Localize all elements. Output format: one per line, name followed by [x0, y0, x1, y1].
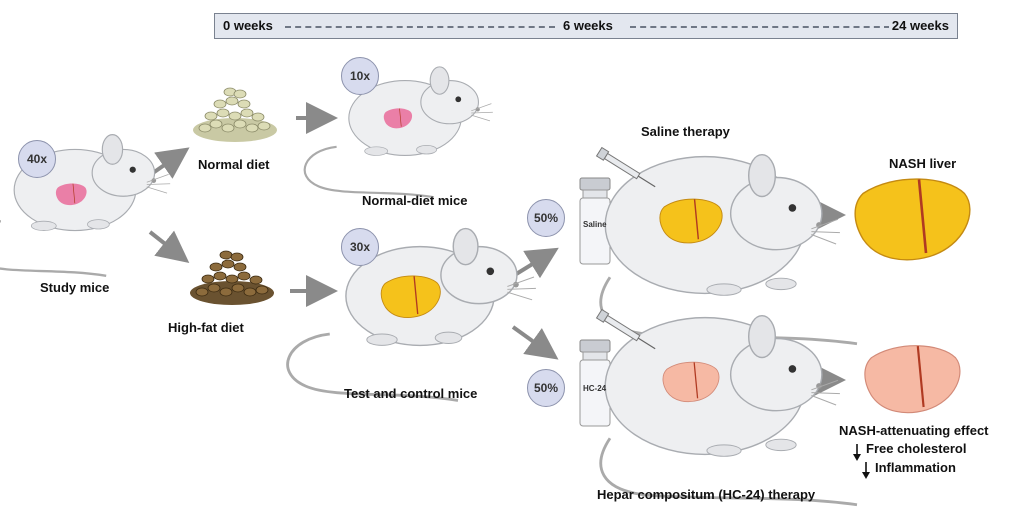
badge-highfat-count: 30x — [341, 228, 379, 266]
timeline-start: 0 weeks — [220, 18, 276, 33]
label-hc24-therapy: Hepar compositum (HC-24) therapy — [597, 487, 816, 502]
label-nash-liver: NASH liver — [889, 156, 957, 171]
normal-diet-mouse — [303, 65, 494, 199]
timeline-end: 24 weeks — [888, 18, 952, 33]
label-study-mice: Study mice — [40, 280, 110, 295]
badge-normal-count: 10x — [341, 57, 379, 95]
attenuated-liver — [863, 344, 962, 414]
arrow-to-normal-diet — [148, 147, 190, 179]
timeline-dash-1 — [285, 26, 555, 28]
badge-hc24-percent: 50% — [527, 369, 565, 407]
label-normal-diet: Normal diet — [198, 157, 270, 172]
arrow-down-icon — [853, 444, 861, 461]
badge-saline-percent: 50% — [527, 199, 565, 237]
label-test-control-mice: Test and control mice — [344, 386, 478, 401]
arrow-down-icon — [862, 462, 870, 479]
saline-therapy-mouse — [599, 153, 859, 346]
label-highfat-diet: High-fat diet — [168, 320, 244, 335]
arrow-to-saline — [511, 247, 559, 279]
timeline-bar: 0 weeks 6 weeks 24 weeks — [214, 13, 958, 39]
vial-label-saline: Saline — [583, 220, 607, 229]
test-control-mouse — [286, 227, 538, 402]
nash-liver — [853, 177, 972, 262]
vial-label-hc24: HC-24 — [583, 384, 607, 393]
timeline-dash-2 — [630, 26, 890, 28]
label-inflammation: Inflammation — [875, 460, 956, 475]
timeline-mid: 6 weeks — [560, 18, 616, 33]
label-normal-mice: Normal-diet mice — [362, 193, 468, 208]
normal-diet-pile — [193, 87, 277, 142]
arrow-to-hc24 — [511, 325, 559, 360]
label-free-cholesterol: Free cholesterol — [866, 441, 967, 456]
label-saline-therapy: Saline therapy — [641, 124, 730, 139]
highfat-diet-pile — [190, 250, 274, 305]
label-attenuating-effect: NASH-attenuating effect — [839, 423, 989, 438]
hc24-therapy-mouse — [599, 314, 859, 507]
arrow-to-highfat-diet — [148, 230, 190, 263]
badge-study-count: 40x — [18, 140, 56, 178]
